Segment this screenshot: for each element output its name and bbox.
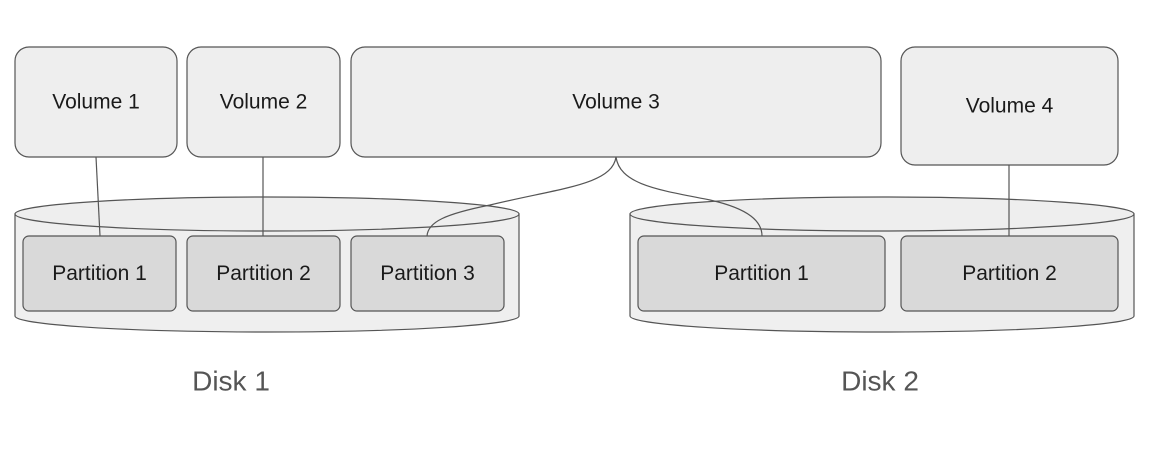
disk-2-partition-2-label: Partition 2 <box>962 262 1057 285</box>
volume-1: Volume 1 <box>14 46 178 158</box>
volume-2-label: Volume 2 <box>220 91 308 114</box>
disk-1-partition-2: Partition 2 <box>186 235 341 312</box>
volume-2: Volume 2 <box>186 46 341 158</box>
connector-volume-1-disk-1-partition-1 <box>95 156 101 237</box>
disk-2-partition-1-label: Partition 1 <box>714 262 809 285</box>
disk-1-partition-2-label: Partition 2 <box>216 262 311 285</box>
disk-2-partition-1: Partition 1 <box>637 235 886 312</box>
disk-1-partition-3: Partition 3 <box>350 235 505 312</box>
volume-3-label: Volume 3 <box>572 91 660 114</box>
disk-2-partition-2: Partition 2 <box>900 235 1119 312</box>
volume-4-label: Volume 4 <box>966 95 1054 118</box>
disk-1-top <box>14 196 520 232</box>
connector-volume-3-disk-2-partition-1 <box>615 156 763 237</box>
volume-3: Volume 3 <box>350 46 882 158</box>
disk-1-partition-1-label: Partition 1 <box>52 262 147 285</box>
disk-1-label: Disk 1 <box>192 366 270 397</box>
disk-2-top <box>629 196 1135 232</box>
disk-1-partition-1: Partition 1 <box>22 235 177 312</box>
volume-1-label: Volume 1 <box>52 91 140 114</box>
connector-volume-3-disk-1-partition-3 <box>426 156 617 237</box>
disk-1: Partition 1 Partition 2 Partition 3 <box>14 196 520 333</box>
volume-4: Volume 4 <box>900 46 1119 166</box>
disk-2-label: Disk 2 <box>841 366 919 397</box>
disk-2: Partition 1 Partition 2 <box>629 196 1135 333</box>
disk-1-partition-3-label: Partition 3 <box>380 262 475 285</box>
